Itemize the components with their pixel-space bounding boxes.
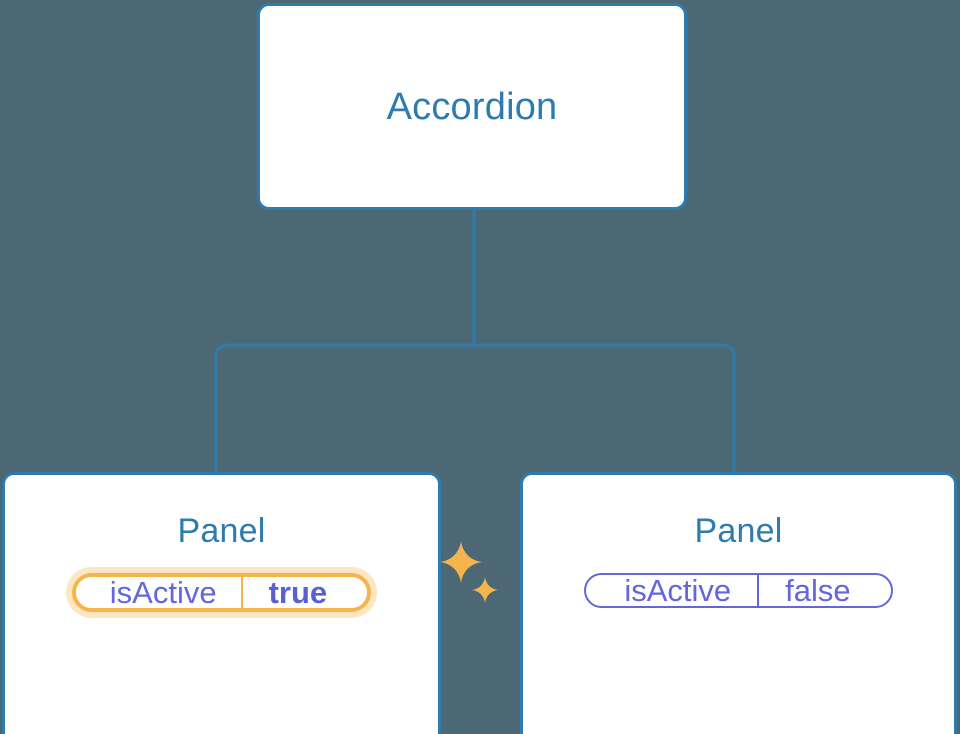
sparkle-small-icon xyxy=(471,577,498,603)
node-panel-right-title: Panel xyxy=(694,512,783,550)
prop-key-label: isActive xyxy=(586,575,760,606)
node-accordion-title: Accordion xyxy=(386,85,558,128)
prop-value-label: false xyxy=(785,573,851,608)
prop-pill-isactive-false[interactable]: isActive false xyxy=(584,573,893,608)
node-accordion[interactable]: Accordion xyxy=(257,3,687,210)
prop-value-label: true xyxy=(268,575,328,610)
prop-pill-wrapper-right: isActive false xyxy=(584,573,893,608)
prop-pill-wrapper-left: isActive true xyxy=(71,541,498,612)
prop-key-label: isActive xyxy=(76,577,243,608)
node-panel-right[interactable]: Panel isActive false xyxy=(520,472,957,734)
sparkle-large-icon xyxy=(439,541,482,583)
prop-pill-isactive-true[interactable]: isActive true xyxy=(71,573,372,612)
node-panel-left-title: Panel xyxy=(177,512,266,550)
node-panel-left[interactable]: Panel isActive true xyxy=(2,472,498,734)
